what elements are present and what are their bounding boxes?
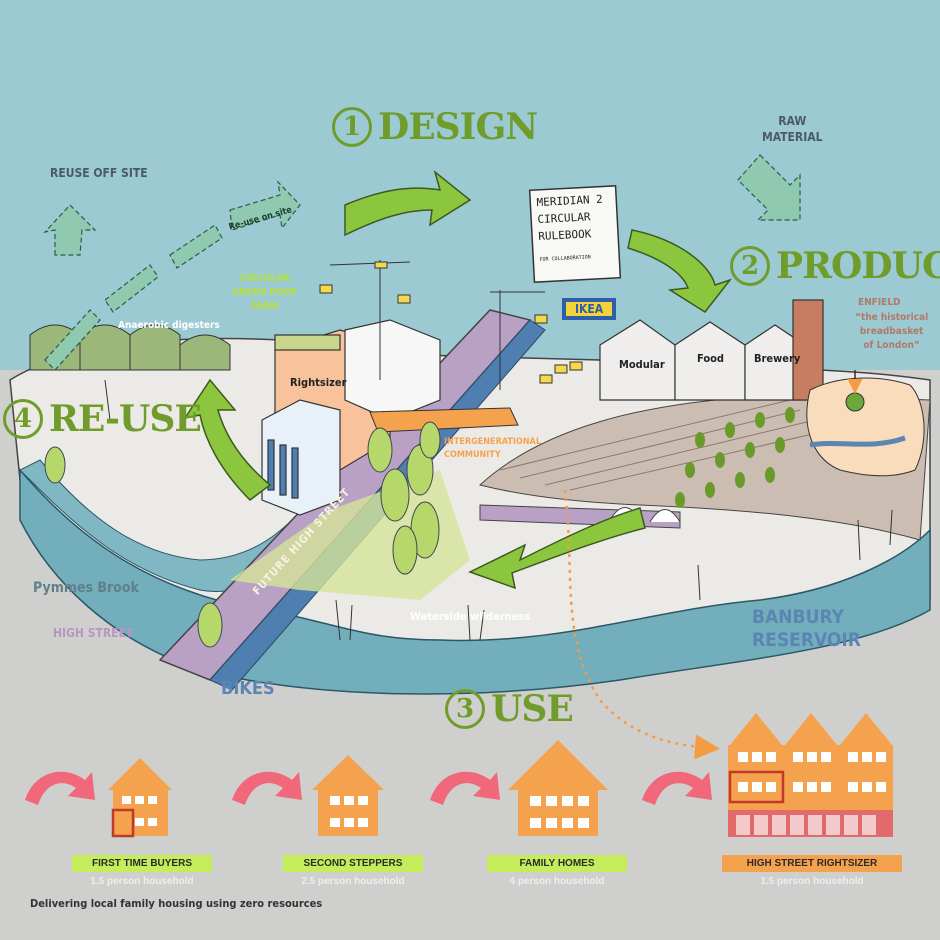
household-second-steppers: 2.5 person household [301, 876, 405, 887]
green-arrows [183, 169, 733, 590]
arrow-produce [627, 229, 733, 313]
step-produce-number: 2 [730, 246, 770, 286]
pink-arrow-4 [642, 771, 712, 805]
badge-second-steppers: SECOND STEPPERS [283, 855, 423, 872]
label-bikes: BIKES [221, 678, 275, 699]
household-family-homes: 4 person household [509, 876, 605, 887]
label-pymmes-brook: Pymmes Brook [33, 580, 139, 596]
house-high-street-rightsizer [728, 713, 893, 837]
step-design-number: 1 [332, 107, 372, 147]
pink-arrow-2 [232, 771, 302, 805]
label-banbury-reservoir: BANBURY RESERVOIR [752, 606, 861, 651]
step-design-label: DESIGN [378, 106, 538, 148]
factory-buildings [599, 299, 824, 401]
label-green-roof-farm: CIRCULAR GREEN ROOF FARM [232, 273, 298, 312]
pink-arrow-3 [430, 771, 500, 805]
house-second-steppers [312, 755, 384, 836]
pink-arrows [25, 771, 712, 805]
badge-first-time-buyers: FIRST TIME BUYERS [72, 855, 212, 872]
step-reuse-label: RE-USE [49, 398, 202, 440]
crop-rows [675, 407, 795, 508]
label-reuse-off-site: REUSE OFF SITE [50, 166, 148, 180]
enfield-map [806, 377, 925, 477]
dotted-path [563, 489, 720, 760]
label-waterside-wilderness: Waterside wilderness [410, 610, 531, 623]
label-enfield-quote: “the historical breadbasket of London” [855, 312, 929, 351]
label-brewery: Brewery [754, 352, 801, 365]
label-raw-material: RAW MATERIAL [762, 114, 823, 144]
anaerobic-digesters [29, 324, 231, 371]
house-family-homes [508, 740, 608, 836]
household-first-time-buyers: 1.5 person household [90, 876, 194, 887]
footer-caption: Delivering local family housing using ze… [30, 897, 323, 910]
step-use-number: 3 [445, 689, 485, 729]
step-reuse-number: 4 [3, 399, 43, 439]
cranes [329, 260, 545, 390]
ikea-logo-text: IKEA [574, 302, 604, 316]
trees [44, 421, 441, 648]
rulebook-text: MERIDIAN 2 CIRCULAR RULEBOOK FOR COLLABO… [536, 190, 618, 267]
crane-loads [319, 261, 583, 384]
step-produce: 2PRODUCE [730, 245, 940, 287]
label-high-street: HIGH STREET [53, 626, 134, 640]
step-produce-label: PRODUCE [776, 245, 940, 287]
label-anaerobic-digesters: Anaerobic digesters [118, 320, 220, 331]
household-high-street-rightsizer: 1.5 person household [760, 876, 864, 887]
house-first-time-buyers [108, 758, 172, 838]
badge-family-homes: FAMILY HOMES [487, 855, 627, 872]
rightsizer-buildings [261, 319, 441, 516]
community-banner [369, 407, 519, 433]
label-modular: Modular [619, 358, 665, 371]
rulebook-line-3: RULEBOOK [538, 227, 592, 244]
arrow-use [468, 507, 646, 590]
dashed-arrows [43, 154, 801, 371]
arrow-design [344, 169, 472, 237]
label-enfield-title: ENFIELD [858, 297, 901, 308]
label-rightsizer: Rightsizer [290, 376, 347, 389]
pink-arrow-1 [25, 771, 95, 805]
step-use-label: USE [491, 688, 574, 730]
rulebook-illustration [528, 185, 622, 283]
reeds [104, 379, 893, 641]
label-food: Food [697, 352, 725, 365]
label-intergenerational-community: INTERGENERATIONAL COMMUNITY [444, 437, 541, 460]
badge-high-street-rightsizer: HIGH STREET RIGHTSIZER [722, 855, 902, 872]
arrow-reuse [183, 378, 272, 501]
field-rows [499, 399, 831, 491]
